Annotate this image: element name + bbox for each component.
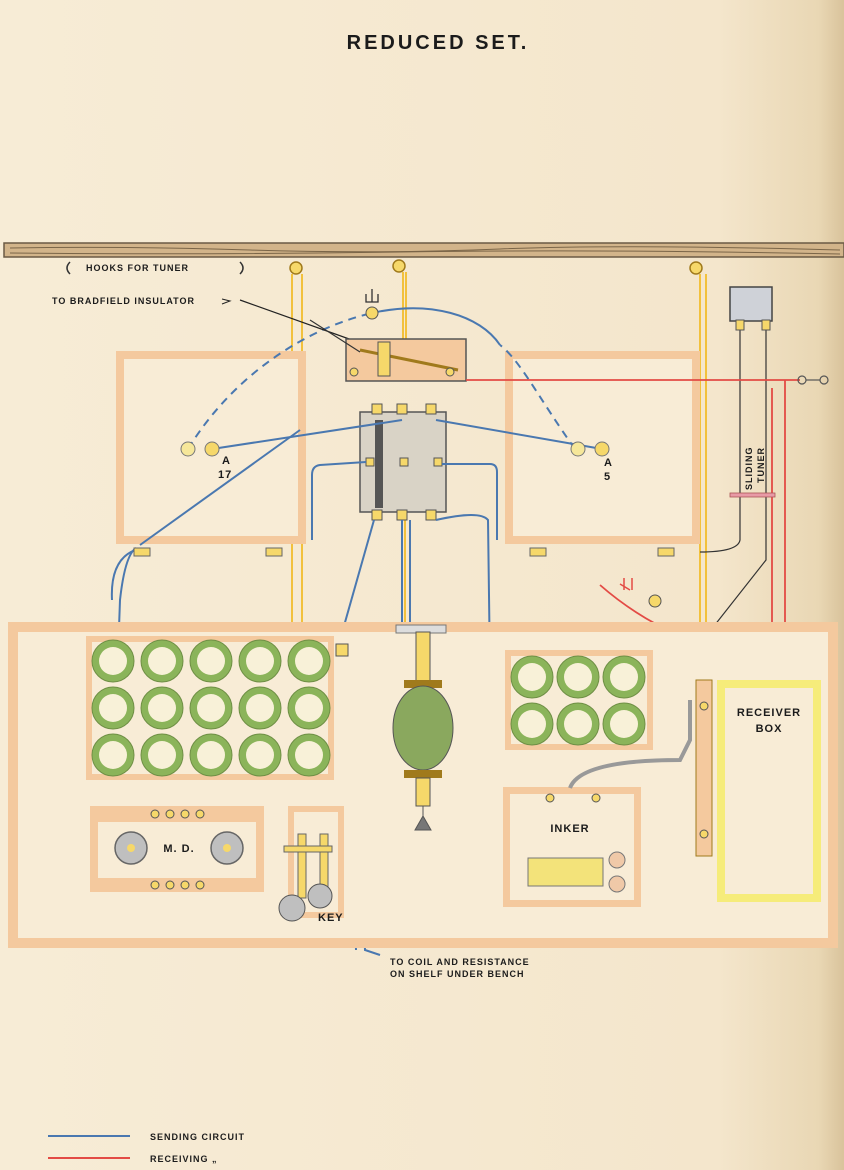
- battery-cell-top: [246, 647, 274, 675]
- coil-label-1: TO COIL AND RESISTANCE: [390, 957, 530, 967]
- battery-cell-top: [197, 741, 225, 769]
- battery-cell-top: [246, 694, 274, 722]
- battery-cell-top: [197, 694, 225, 722]
- tuner-device: [729, 286, 773, 331]
- a5-number: 5: [604, 471, 611, 483]
- legend-sending-label: SENDING CIRCUIT: [150, 1132, 245, 1142]
- battery-cell-top: [518, 710, 546, 738]
- battery-cell-top: [295, 647, 323, 675]
- battery-cell-top: [148, 741, 176, 769]
- battery-cell-top: [246, 741, 274, 769]
- sliding-label: SLIDING: [744, 446, 754, 490]
- box-terminals: [133, 441, 675, 557]
- a17-number: 17: [218, 469, 232, 481]
- battery-cell-top: [148, 647, 176, 675]
- magnetic-detector: [90, 806, 264, 892]
- battery-cells-large: [91, 639, 331, 777]
- battery-cell-top: [295, 694, 323, 722]
- detector-valve: [392, 624, 454, 831]
- md-label: M. D.: [163, 843, 194, 855]
- tuner-hooks: [66, 259, 703, 275]
- aerial-switch: [345, 338, 467, 382]
- aerial-arcs: [187, 312, 576, 450]
- receiver-box: [695, 679, 821, 902]
- a17-letter: A: [222, 455, 231, 467]
- battery-cell-top: [564, 710, 592, 738]
- insulator-label: TO BRADFIELD INSULATOR: [52, 296, 195, 306]
- diagram-title: REDUCED SET.: [347, 32, 530, 54]
- wooden-shelf: [3, 242, 844, 258]
- box-label: BOX: [756, 723, 783, 735]
- battery-cell-top: [197, 647, 225, 675]
- legend-receiving-label: RECEIVING „: [150, 1154, 218, 1164]
- battery-cell-top: [610, 710, 638, 738]
- aerial-lead-in: [797, 375, 829, 385]
- legend: SENDING CIRCUIT RECEIVING „: [48, 1132, 245, 1164]
- battery-cell-top: [99, 647, 127, 675]
- battery-cell-top: [564, 663, 592, 691]
- hooks-label: HOOKS FOR TUNER: [86, 263, 189, 273]
- insulator-terminal: [365, 289, 379, 320]
- morse-key: [278, 806, 344, 922]
- bench-terminal: [335, 643, 349, 657]
- a5-letter: A: [604, 457, 613, 469]
- battery-cells-small: [510, 655, 646, 746]
- receiver-label: RECEIVER: [737, 707, 801, 719]
- inker-label: INKER: [550, 823, 589, 835]
- battery-cell-top: [99, 694, 127, 722]
- key-label: KEY: [318, 912, 344, 924]
- battery-cell-top: [518, 663, 546, 691]
- battery-cell-top: [295, 741, 323, 769]
- earth-terminal: [619, 578, 662, 608]
- change-over-switch: [359, 403, 447, 521]
- battery-cell-top: [148, 694, 176, 722]
- coil-label-2: ON SHELF UNDER BENCH: [390, 969, 525, 979]
- battery-cell-top: [99, 741, 127, 769]
- inker: [503, 787, 641, 907]
- battery-cell-top: [610, 663, 638, 691]
- tuner-label: TUNER: [756, 447, 766, 483]
- tuner-box-right: [505, 351, 700, 544]
